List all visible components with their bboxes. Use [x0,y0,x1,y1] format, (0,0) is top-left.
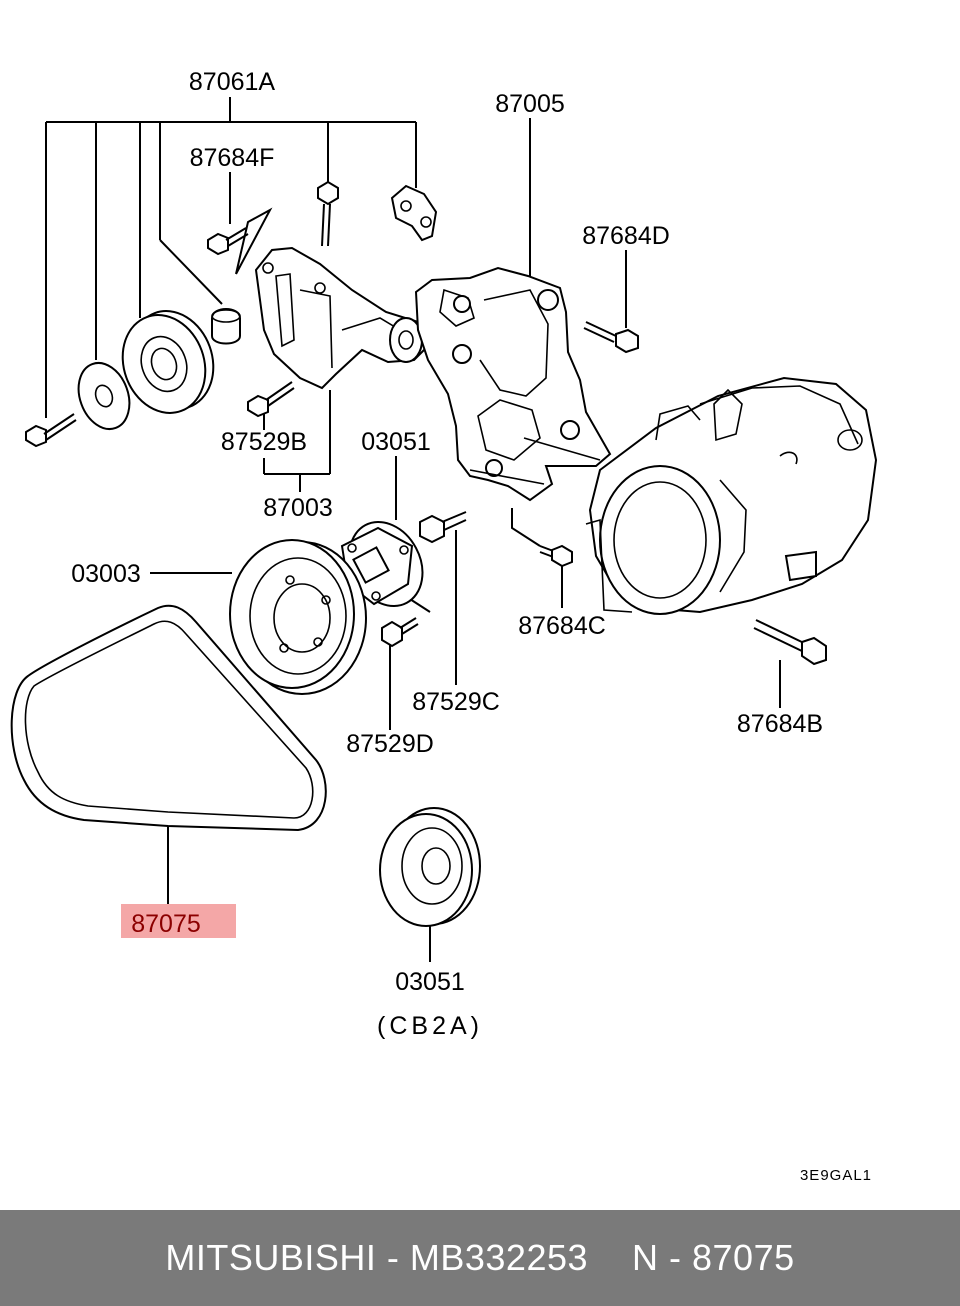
clip-87061A [390,184,438,242]
parts-diagram: 87061A 87005 87684F 87684D 87529B 03051 … [10,68,878,1184]
part-highlight [121,904,236,938]
bolt-87684B [753,619,827,666]
idler-pulley-bottom [379,807,481,927]
callout-03051-top: 03051 [361,428,431,456]
callout-87684B: 87684B [737,710,823,738]
idler-pulley [121,310,215,414]
callout-87684D: 87684D [582,222,670,250]
footer-ref: N - 87075 [632,1237,795,1278]
ac-compressor [585,376,878,615]
callout-87005: 87005 [495,90,565,118]
callout-87529D: 87529D [346,730,434,758]
callout-87684C: 87684C [518,612,606,640]
callout-87684F: 87684F [190,144,275,172]
bolt-87061A-vertical [317,180,339,247]
callout-87075[interactable]: 87075 [131,910,201,938]
callout-87529B: 87529B [221,428,307,456]
crank-pulley [229,539,367,695]
compressor-bracket [414,266,612,502]
callout-03051-bottom: 03051 [395,968,465,996]
callout-87003: 87003 [263,494,333,522]
bolt-87684C [539,544,573,568]
callout-03003: 03003 [71,560,141,588]
bolt-87529D [381,617,419,648]
callout-87529C: 87529C [412,688,500,716]
bolt-87529B [247,381,295,418]
callout-87061A: 87061A [189,68,276,96]
washer [77,362,131,430]
bolt-87684D [583,321,639,354]
drive-belt [10,604,327,832]
spacer [211,308,241,345]
leader-lines [45,97,781,962]
footer-brand-part: MITSUBISHI - MB332253 [165,1237,589,1278]
tensioner-bracket [235,207,430,390]
bolt-87061A-left [25,413,77,448]
footer-bar: MITSUBISHI - MB332253 N - 87075 [0,1210,960,1306]
diagram-code: 3E9GAL1 [800,1167,872,1184]
bolt-87529C [419,511,467,544]
callout-cb2a: (CB2A) [377,1012,483,1040]
